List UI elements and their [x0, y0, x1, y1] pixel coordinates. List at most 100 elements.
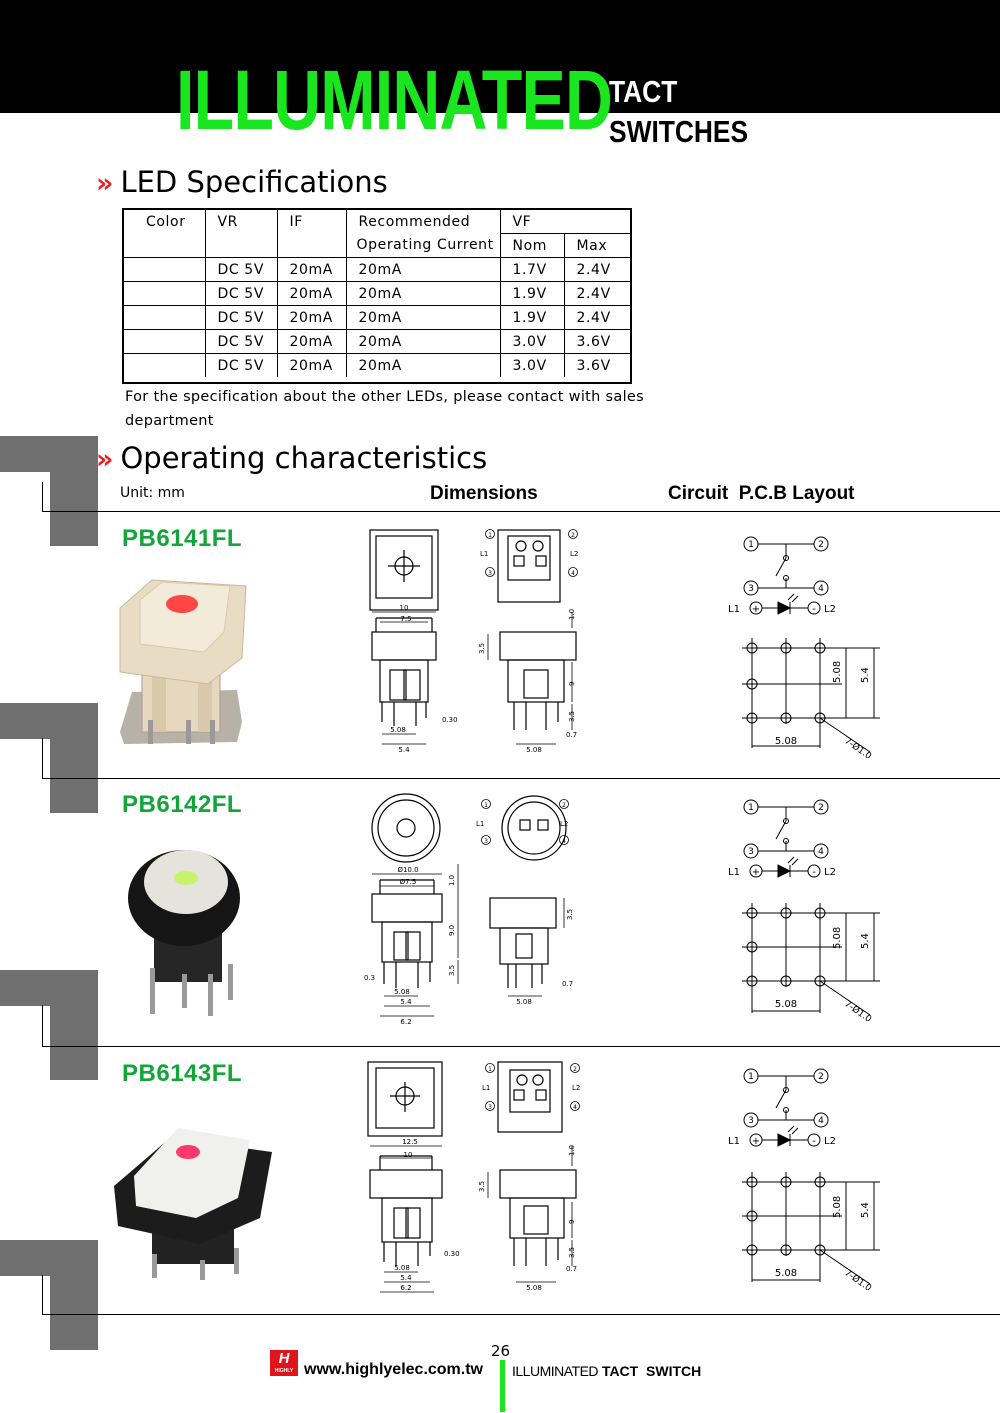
cell-nom: 3.0V [499, 353, 564, 377]
dim-label: 6.2 [400, 1284, 411, 1292]
cell-max: 2.4V [563, 281, 630, 306]
switch-cap [139, 581, 231, 653]
blank-cell [124, 329, 205, 354]
col-rec-1: Recommended [345, 210, 500, 234]
arrow-icon: » [96, 168, 114, 199]
top-view [375, 535, 433, 599]
circuit-pcb-pb6142fl: 1 2 3 4 L1 L2 + - 5.08 5.4 5.08 7-Ø1.0 [728, 799, 880, 1021]
pin-label: 3 [748, 584, 754, 594]
dim-label: 5.08 [775, 736, 797, 747]
cell-if: 20mA [276, 305, 346, 330]
cell-max: 2.4V [563, 305, 630, 330]
cell-max: 3.6V [563, 353, 630, 377]
pin-label: 2 [562, 802, 566, 809]
pin [182, 974, 187, 1008]
divider [42, 1005, 43, 1047]
pin-label: 1 [488, 532, 492, 539]
cell-vr: DC 5V [204, 329, 277, 354]
dim-label: 5.4 [860, 933, 871, 949]
divider [42, 1046, 1000, 1047]
dim-label: 3.5 [568, 1247, 576, 1258]
dim-label: 5.4 [860, 1202, 871, 1218]
pin [148, 720, 153, 744]
operating-heading-text: Operating characteristics [120, 441, 488, 475]
pin-label: 1 [748, 540, 754, 550]
dim-label: 5.08 [390, 726, 406, 734]
led-glow [176, 1145, 200, 1159]
cell-if: 20mA [276, 257, 346, 282]
pin-label: 1 [484, 802, 488, 809]
dim-label: 9 [568, 682, 576, 686]
grey-block [50, 472, 98, 546]
col-vf: VF [499, 210, 630, 234]
polarity-label: + [752, 867, 760, 878]
divider [42, 482, 43, 512]
led-glow [166, 595, 198, 613]
pin [200, 1260, 205, 1280]
blank-cell [204, 233, 277, 258]
pin-label: 2 [818, 803, 824, 813]
divider [42, 1275, 43, 1315]
col-vr: VR [204, 210, 277, 234]
dim-label: 5.08 [394, 1264, 410, 1272]
dimensions-header: Dimensions [430, 483, 538, 504]
note-line: For the specification about the other LE… [125, 389, 645, 405]
switch-photo-pb6143fl [114, 1128, 272, 1280]
polarity-label: - [812, 1136, 816, 1147]
dim-label: 5.4 [400, 1274, 412, 1282]
grey-block [50, 739, 98, 813]
dim-label: 7.5 [400, 615, 411, 623]
pin [186, 720, 191, 744]
cell-if: 20mA [276, 281, 346, 306]
col-if: IF [276, 210, 346, 234]
footer-tag-text: TACT [601, 1363, 639, 1379]
cell-nom: 1.9V [499, 281, 564, 306]
part-name: PB6141FL [122, 525, 243, 552]
footer-url[interactable]: www.highlyelec.com.tw [304, 1361, 483, 1378]
pin [208, 974, 213, 1016]
pin-label: 4 [571, 570, 575, 577]
grey-block [0, 1240, 98, 1276]
footer-accent-bar [500, 1360, 505, 1412]
grey-block [0, 436, 98, 472]
circuit-header: Circuit P.C.B Layout [668, 483, 855, 504]
led-label: L1 [728, 604, 740, 615]
dim-label: 9 [568, 1220, 576, 1224]
pin-label: 2 [818, 540, 824, 550]
grey-block [0, 970, 98, 1006]
pin [210, 720, 215, 744]
led-label: L1 [728, 1136, 740, 1147]
switch-body [198, 672, 212, 732]
polarity-label: - [812, 604, 816, 615]
dim-label: 5.08 [832, 927, 843, 949]
dim-label: 6.2 [400, 1018, 411, 1026]
pin-label: 4 [818, 584, 824, 594]
table-row: DC 5V 20mA 20mA 1.7V 2.4V [124, 257, 630, 282]
cell-max: 2.4V [563, 257, 630, 282]
switch-body [152, 672, 166, 732]
cell-rec: 20mA [345, 353, 500, 377]
cell-rec: 20mA [345, 329, 500, 354]
cell-vr: DC 5V [204, 257, 277, 282]
led-spec-heading: »LED Specifications [96, 165, 388, 201]
pin-label: 4 [562, 838, 566, 845]
dim-label: 7-Ø1.0 [842, 735, 873, 758]
cell-nom: 1.9V [499, 305, 564, 330]
dim-label: 3.5 [568, 711, 576, 722]
cell-vr: DC 5V [204, 281, 277, 306]
bottom-view [497, 529, 561, 603]
pin-label: 1 [748, 803, 754, 813]
pin-label: 4 [818, 847, 824, 857]
spec-table: Color VR IF Recommended VF Operating Cur… [124, 210, 630, 377]
col-color: Color [146, 213, 186, 230]
page-subtitle-tact: TACT [609, 74, 678, 109]
cell-vr: DC 5V [204, 353, 277, 377]
dim-label: 5.08 [832, 1196, 843, 1218]
cell-vr: DC 5V [204, 305, 277, 330]
pin-label: L2 [570, 550, 578, 558]
cell-rec: 20mA [345, 281, 500, 306]
col-max: Max [563, 233, 630, 258]
arrow-icon: » [96, 444, 114, 475]
cell-nom: 3.0V [499, 329, 564, 354]
divider [42, 511, 1000, 512]
